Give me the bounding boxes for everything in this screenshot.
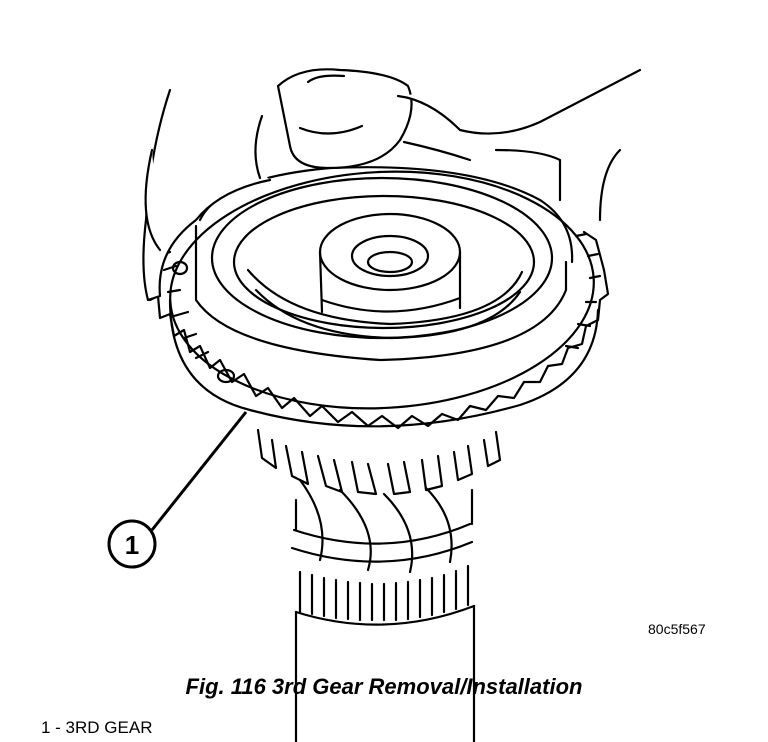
gear-housing [168,166,600,428]
figure-caption: Fig. 116 3rd Gear Removal/Installation [185,674,583,699]
callout-circle [107,519,157,569]
callout-1: 1 [107,411,248,569]
callout-leader-line [150,411,248,531]
shaft-hub [318,212,462,314]
shaft-lower [290,488,476,742]
figure-id-code: 80c5f567 [648,621,706,637]
legend-item: 1 - 3RD GEAR [41,718,153,737]
helical-teeth [256,428,502,574]
hand [142,68,642,302]
callout-number: 1 [125,530,139,560]
